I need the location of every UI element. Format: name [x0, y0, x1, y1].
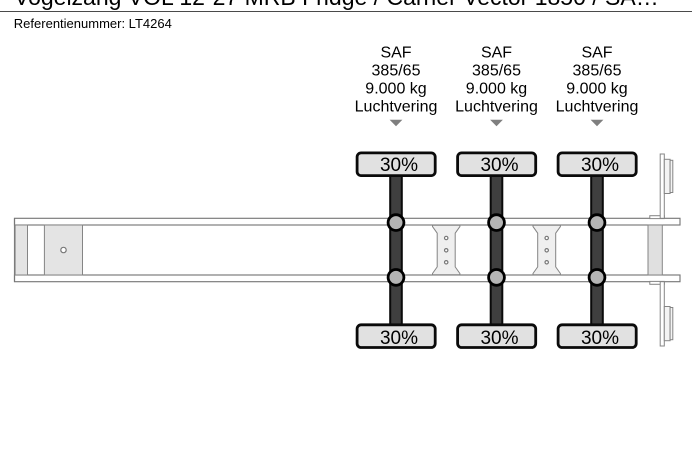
svg-text:385/65: 385/65 — [573, 63, 622, 80]
svg-text:385/65: 385/65 — [372, 63, 421, 80]
svg-text:9.000 kg: 9.000 kg — [365, 81, 426, 98]
svg-text:30%: 30% — [380, 155, 418, 176]
svg-text:Luchtvering: Luchtvering — [455, 99, 538, 116]
svg-text:SAF: SAF — [481, 45, 512, 62]
svg-text:30%: 30% — [581, 328, 619, 349]
svg-text:Vogelzang VOL 12-27 MRB Fridge: Vogelzang VOL 12-27 MRB Fridge / Carrier… — [14, 0, 659, 10]
svg-text:385/65: 385/65 — [472, 63, 521, 80]
svg-text:9.000 kg: 9.000 kg — [566, 81, 627, 98]
svg-text:SAF: SAF — [380, 45, 411, 62]
svg-text:30%: 30% — [581, 155, 619, 176]
svg-text:Luchtvering: Luchtvering — [556, 99, 639, 116]
svg-text:30%: 30% — [380, 328, 418, 349]
svg-text:30%: 30% — [480, 328, 518, 349]
svg-text:SAF: SAF — [581, 45, 612, 62]
svg-text:Luchtvering: Luchtvering — [355, 99, 438, 116]
svg-text:9.000 kg: 9.000 kg — [466, 81, 527, 98]
svg-text:Referentienummer: LT4264: Referentienummer: LT4264 — [14, 16, 172, 31]
svg-text:30%: 30% — [480, 155, 518, 176]
